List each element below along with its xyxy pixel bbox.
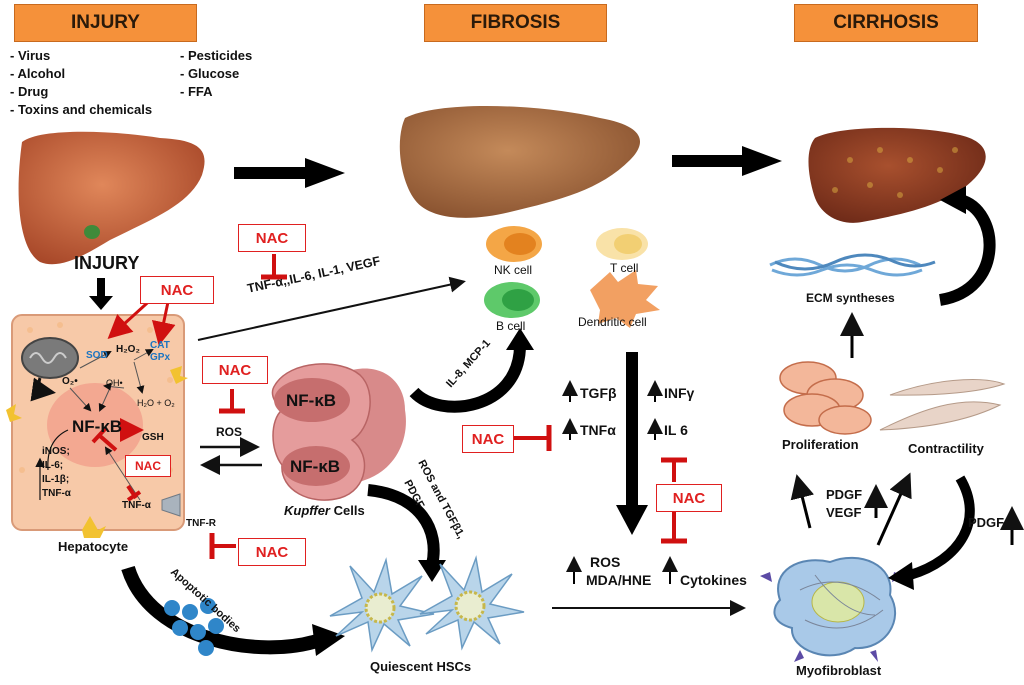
mda-hne-label: MDA/HNE: [586, 572, 652, 588]
hepatocyte-label: Hepatocyte: [58, 539, 129, 554]
tgfb-label: TGFβ: [580, 385, 617, 401]
ros-fibrosis-label: ROS: [590, 554, 621, 570]
infg-label: INFγ: [664, 385, 695, 401]
injury-stage-header: INJURY: [14, 4, 197, 42]
nac-box-cytokines: NAC: [656, 484, 722, 512]
cause-item: - Alcohol: [10, 66, 66, 81]
nk-cell: [486, 226, 542, 262]
nac-inhibitor-ros: [219, 389, 245, 414]
injury-down-arrow: [89, 278, 113, 310]
il1b-label: IL-1β;: [42, 474, 70, 485]
cause-item: - Toxins and chemicals: [10, 102, 153, 117]
ros-label: ROS: [216, 425, 243, 439]
tnfa-list-label: TNF-α: [42, 488, 71, 499]
cause-item: - Glucose: [180, 66, 240, 81]
hepatocyte-nfkb-label: NF-κB: [72, 417, 123, 436]
proliferating-cells: [779, 361, 872, 435]
cause-item: - FFA: [180, 84, 213, 99]
quiescent-hsc-label: Quiescent HSCs: [370, 659, 472, 674]
injury-causes-right: - Pesticides - Glucose - FFA: [180, 47, 252, 101]
il6-fibrosis-label: IL 6: [664, 422, 688, 438]
pdgf-label: PDGF: [826, 487, 863, 502]
nac-box-tnfa: NAC: [462, 425, 514, 453]
proliferation-label: Proliferation: [782, 437, 859, 452]
injury-to-fibrosis-arrow: [234, 158, 345, 188]
contractility-label: Contractility: [908, 441, 984, 456]
gpx-label: GPx: [150, 352, 171, 363]
ecm-fibers: [769, 253, 936, 277]
cat-label: CAT: [150, 340, 170, 351]
kupffer-cell: [271, 363, 406, 501]
fibrosis-stage-header: FIBROSIS: [424, 4, 607, 42]
oh-radical-label: OH•: [106, 378, 123, 388]
pdgf-right-label: PDGF: [968, 515, 1005, 530]
cirrhosis-stage-header: CIRRHOSIS: [794, 4, 978, 42]
kupffer-nfkb-top: NF-κB: [286, 391, 337, 410]
nac-inhibitor-top: [261, 254, 287, 280]
sod-label: SOD: [86, 350, 108, 361]
myofibroblast-label: Myofibroblast: [796, 663, 882, 678]
injury-causes-left: - Virus - Alcohol - Drug - Toxins and ch…: [10, 47, 152, 119]
b-cell: [484, 282, 540, 318]
cause-item: - Drug: [10, 84, 49, 99]
nac-inhibitor-cytokines: [661, 512, 687, 544]
kupffer-nfkb-bottom: NF-κB: [290, 457, 341, 476]
nac-box-hepatocyte: NAC: [140, 276, 214, 304]
b-cell-label: B cell: [496, 319, 526, 333]
nac-box-tnfr: NAC: [238, 538, 306, 566]
dendritic-cell: [590, 270, 660, 328]
kupffer-cells-word: Cells: [329, 503, 365, 518]
injury-label: INJURY: [74, 253, 140, 273]
tnfa-receptor-label: TNF-α: [122, 500, 151, 511]
vegf-label: VEGF: [826, 505, 862, 520]
nac-box-inner: NAC: [125, 455, 171, 477]
nac-inhibitor-il6: [661, 457, 687, 482]
myofibroblast-cell: [760, 556, 904, 662]
cause-item: - Virus: [10, 48, 51, 63]
nk-cell-label: NK cell: [494, 263, 533, 277]
nac-box-ros: NAC: [202, 356, 268, 384]
ecm-syntheses-label: ECM syntheses: [806, 291, 895, 305]
nac-box-top: NAC: [238, 224, 306, 252]
gsh-label: GSH: [142, 432, 164, 443]
cytokines-label: Cytokines: [680, 572, 747, 588]
tnfr-label: TNF-R: [186, 518, 216, 529]
inos-label: iNOS;: [42, 446, 70, 457]
h2o-label: H₂O + O₂: [137, 398, 175, 408]
apoptotic-bodies: [164, 598, 224, 656]
contractile-cells: [879, 379, 1006, 431]
cirrhotic-liver-image: [808, 127, 986, 223]
quiescent-hsc-cells: [329, 555, 525, 653]
cause-item: - Pesticides: [180, 48, 253, 63]
kupffer-label: Kupffer Cells: [284, 503, 365, 519]
il6-label: IL-6;: [42, 460, 64, 471]
nac-inhibitor-tnfr: [209, 533, 236, 559]
dendritic-cell-label: Dendritic cell: [578, 315, 647, 329]
kupffer-name: Kupffer: [284, 503, 330, 518]
h2o2-label: H₂O₂: [116, 344, 140, 355]
t-cell-label: T cell: [610, 261, 639, 275]
fibrotic-liver-image: [399, 105, 640, 218]
nac-inhibitor-tnfa: [513, 425, 552, 451]
t-cell: [596, 228, 648, 260]
fibrosis-to-cirrhosis-arrow: [672, 146, 782, 176]
healthy-liver-image: [18, 131, 205, 265]
o2-radical-label: O₂•: [62, 376, 78, 387]
tnfa-label: TNFα: [580, 422, 616, 438]
